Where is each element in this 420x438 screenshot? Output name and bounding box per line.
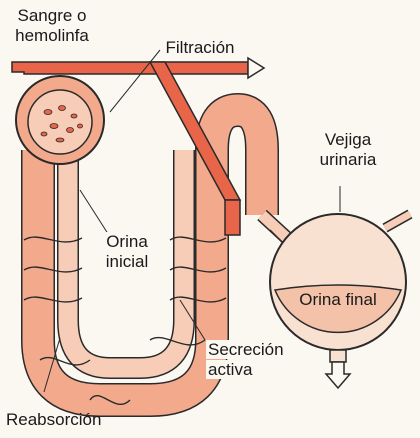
label-filtracion: Filtración (150, 38, 250, 58)
down-arrow-icon (326, 362, 350, 388)
efferent-blood-vessel (12, 58, 264, 78)
label-vejiga: Vejiga urinaria (300, 130, 396, 170)
label-secrecion: Secreción activa (206, 340, 306, 380)
label-sangre: Sangre o hemolinfa (4, 6, 100, 46)
label-orina-final: Orina final (290, 290, 386, 310)
label-orina-inicial: Orina inicial (94, 232, 160, 272)
right-arrow-icon (248, 58, 264, 78)
label-reabsorcion: Reabsorción (6, 410, 126, 430)
glomerulus-capsule (16, 76, 104, 164)
